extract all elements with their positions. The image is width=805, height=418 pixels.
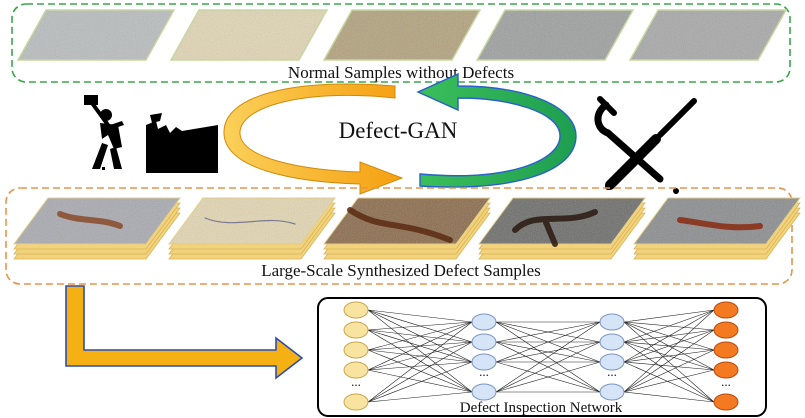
defect-samples-panel: Large-Scale Synthesized Defect Samples (5, 187, 801, 285)
defect-tiles (13, 197, 801, 260)
defect-sample-stack (478, 197, 646, 260)
normal-panel-caption: Normal Samples without Defects (288, 63, 514, 82)
network-edge (495, 321, 601, 363)
wrench-screwdriver-icon (594, 96, 697, 194)
network-edge (495, 321, 601, 343)
network-edges (367, 309, 715, 403)
network-edge (623, 341, 715, 403)
network-edge (623, 349, 715, 393)
normal-sample-tile (169, 9, 329, 61)
network-edge (495, 321, 601, 393)
defect-sample-stack (633, 197, 801, 260)
forward-arrow (223, 83, 404, 195)
network-node (343, 321, 369, 339)
network-edge (367, 361, 473, 403)
flow-arrow (65, 285, 304, 380)
normal-tiles (16, 9, 788, 61)
backward-arrow (416, 72, 577, 188)
network-edge (623, 309, 715, 343)
network-border (317, 297, 767, 417)
network-node (471, 353, 497, 371)
network-node (713, 301, 739, 319)
network-node (471, 313, 497, 331)
network-edge (623, 361, 715, 371)
network-edge (495, 361, 601, 393)
network-edge (367, 321, 473, 371)
network-edge (367, 321, 473, 403)
network-node (599, 333, 625, 351)
defect-sample-stack (323, 197, 491, 260)
network-node (599, 313, 625, 331)
network-node (471, 333, 497, 351)
hammer-worker-icon (84, 95, 218, 173)
defect-sample-stack (168, 197, 336, 260)
network-edge (367, 309, 473, 393)
network-edge (623, 329, 715, 363)
network-edge (623, 321, 715, 403)
network-node (343, 361, 369, 379)
network-edge (367, 341, 473, 371)
network-edge (367, 329, 473, 393)
network-node (599, 383, 625, 401)
network-node (343, 341, 369, 359)
normal-sample-tile (475, 9, 635, 61)
network-edge (367, 369, 473, 393)
network-edge (367, 309, 473, 323)
normal-samples-panel: Normal Samples without Defects (11, 3, 791, 83)
network-node (343, 393, 369, 411)
normal-panel-border (11, 3, 791, 83)
network-edge (367, 349, 473, 393)
network-ellipsis: ... (479, 364, 489, 379)
network-edge (495, 341, 601, 363)
network-edge (367, 321, 473, 331)
normal-sample-tile (628, 9, 788, 61)
inspection-network-panel: ............ Defect Inspection Network (317, 297, 767, 417)
network-edge (623, 361, 715, 403)
defect-gan-cycle: Defect-GAN (223, 72, 577, 195)
network-edge (623, 349, 715, 363)
network-node (471, 383, 497, 401)
defect-panel-border (5, 187, 793, 285)
network-nodes: ............ (343, 301, 739, 411)
network-ellipsis: ... (607, 364, 617, 379)
network-edge (623, 309, 715, 363)
network-node (713, 321, 739, 339)
defect-panel-caption: Large-Scale Synthesized Defect Samples (261, 261, 541, 280)
network-edge (623, 309, 715, 323)
gan-label: Defect-GAN (339, 118, 458, 143)
network-node (713, 393, 739, 411)
network-ellipsis: ... (351, 374, 361, 389)
normal-sample-tile (322, 9, 482, 61)
network-edge (367, 391, 473, 403)
network-node (713, 341, 739, 359)
network-edge (623, 369, 715, 393)
network-edge (623, 309, 715, 393)
network-ellipsis: ... (721, 374, 731, 389)
network-edge (495, 341, 601, 393)
normal-sample-tile (16, 9, 176, 61)
defect-sample-stack (13, 197, 181, 260)
network-edge (367, 321, 473, 351)
network-edge (367, 361, 473, 371)
network-edge (623, 329, 715, 393)
network-node (343, 301, 369, 319)
network-edge (623, 391, 715, 403)
network-node (599, 353, 625, 371)
network-caption: Defect Inspection Network (460, 400, 623, 416)
network-node (713, 361, 739, 379)
network-edge (367, 341, 473, 403)
